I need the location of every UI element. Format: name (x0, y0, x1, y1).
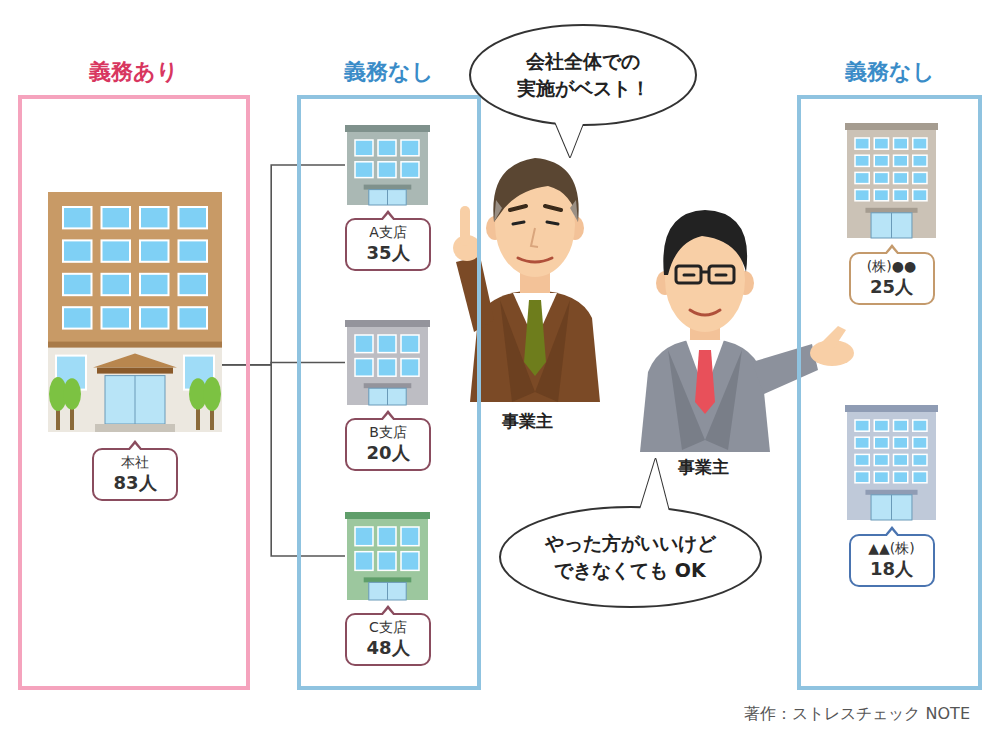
obligation-region: 義務あり本社83人 (18, 95, 250, 690)
office-building: ▲▲(株)18人 (845, 405, 938, 587)
employee-count: 18人 (863, 558, 921, 581)
office-name: 本社 (106, 454, 164, 472)
office-building: B支店20人 (345, 320, 430, 471)
copyright-note: 著作：ストレスチェック NOTE (744, 704, 970, 725)
role-label: 事業主 (678, 456, 729, 479)
employee-count: 35人 (359, 242, 417, 265)
role-label: 事業主 (502, 410, 553, 433)
building-icon (345, 320, 430, 405)
label-bubble: A支店35人 (345, 218, 431, 271)
speech-outline (498, 505, 763, 609)
label-bubble: 本社83人 (92, 448, 178, 501)
office-building: A支店35人 (345, 125, 430, 271)
label-wrap: ▲▲(株)18人 (845, 534, 938, 587)
employee-count: 25人 (863, 276, 921, 299)
org-connector (222, 365, 345, 556)
speech-outline (468, 23, 698, 127)
speech-bubble: やった方がいいけど できなくても OK (498, 505, 763, 609)
org-connector (222, 165, 345, 365)
speech-bubble: 会社全体での 実施がベスト！ (468, 23, 698, 127)
employee-count: 20人 (359, 442, 417, 465)
region-heading: 義務なし (281, 57, 497, 87)
speech-text: 会社全体での 実施がベスト！ (508, 48, 658, 101)
label-bubble: C支店48人 (345, 613, 431, 666)
building-icon (345, 125, 430, 205)
office-name: C支店 (359, 619, 417, 637)
label-bubble: ▲▲(株)18人 (849, 534, 935, 587)
label-wrap: (株)●●25人 (845, 252, 938, 305)
label-bubble: B支店20人 (345, 418, 431, 471)
employee-count: 48人 (359, 637, 417, 660)
speech-text: やった方がいいけど できなくても OK (538, 530, 723, 583)
label-wrap: C支店48人 (345, 613, 430, 666)
office-building: 本社83人 (48, 192, 222, 501)
office-building: C支店48人 (345, 512, 430, 666)
building-icon (48, 192, 222, 432)
employee-count: 83人 (106, 472, 164, 495)
office-building: (株)●●25人 (845, 123, 938, 305)
label-wrap: B支店20人 (345, 418, 430, 471)
building-icon (845, 123, 938, 238)
label-wrap: A支店35人 (345, 218, 430, 271)
region-heading: 義務なし (781, 57, 998, 87)
obligation-region: 義務なし(株)●●25人▲▲(株)18人 (797, 95, 982, 690)
office-name: ▲▲(株) (863, 540, 921, 558)
building-icon (845, 405, 938, 520)
office-name: B支店 (359, 424, 417, 442)
business-owner-figure (453, 158, 600, 402)
label-bubble: (株)●●25人 (849, 252, 935, 305)
building-icon (345, 512, 430, 600)
obligation-region: 義務なしA支店35人B支店20人C支店48人 (297, 95, 481, 690)
business-owner-figure (640, 210, 854, 452)
office-name: (株)●● (863, 258, 921, 276)
label-wrap: 本社83人 (48, 448, 222, 501)
region-heading: 義務あり (2, 57, 266, 87)
office-name: A支店 (359, 224, 417, 242)
